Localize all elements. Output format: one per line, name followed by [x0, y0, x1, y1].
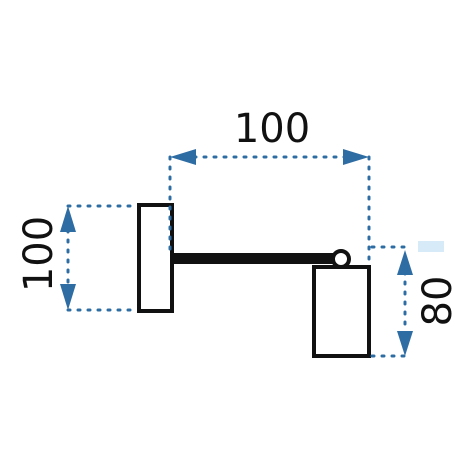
right-dimension-arrow-top	[397, 250, 413, 275]
wall-plate	[137, 203, 174, 313]
top-dimension-arrow-left	[170, 149, 196, 165]
lamp-head	[312, 265, 371, 358]
top-dimension-arrow-right	[343, 149, 369, 165]
right-dimension-arrow-bottom	[397, 331, 413, 356]
product-outline	[137, 203, 371, 358]
top-dimension-label: 100	[234, 106, 310, 152]
light-accent-mark	[418, 241, 444, 252]
right-dimension: 80	[370, 245, 461, 358]
top-dimension: 100	[168, 106, 371, 267]
pivot-joint	[331, 249, 351, 269]
connecting-arm	[172, 253, 342, 264]
left-dimension-arrow-bottom	[60, 284, 76, 310]
right-dimension-label: 80	[415, 276, 461, 327]
left-dimension-label: 100	[16, 216, 62, 292]
left-dimension: 100	[16, 204, 138, 312]
left-dimension-arrow-top	[60, 206, 76, 232]
